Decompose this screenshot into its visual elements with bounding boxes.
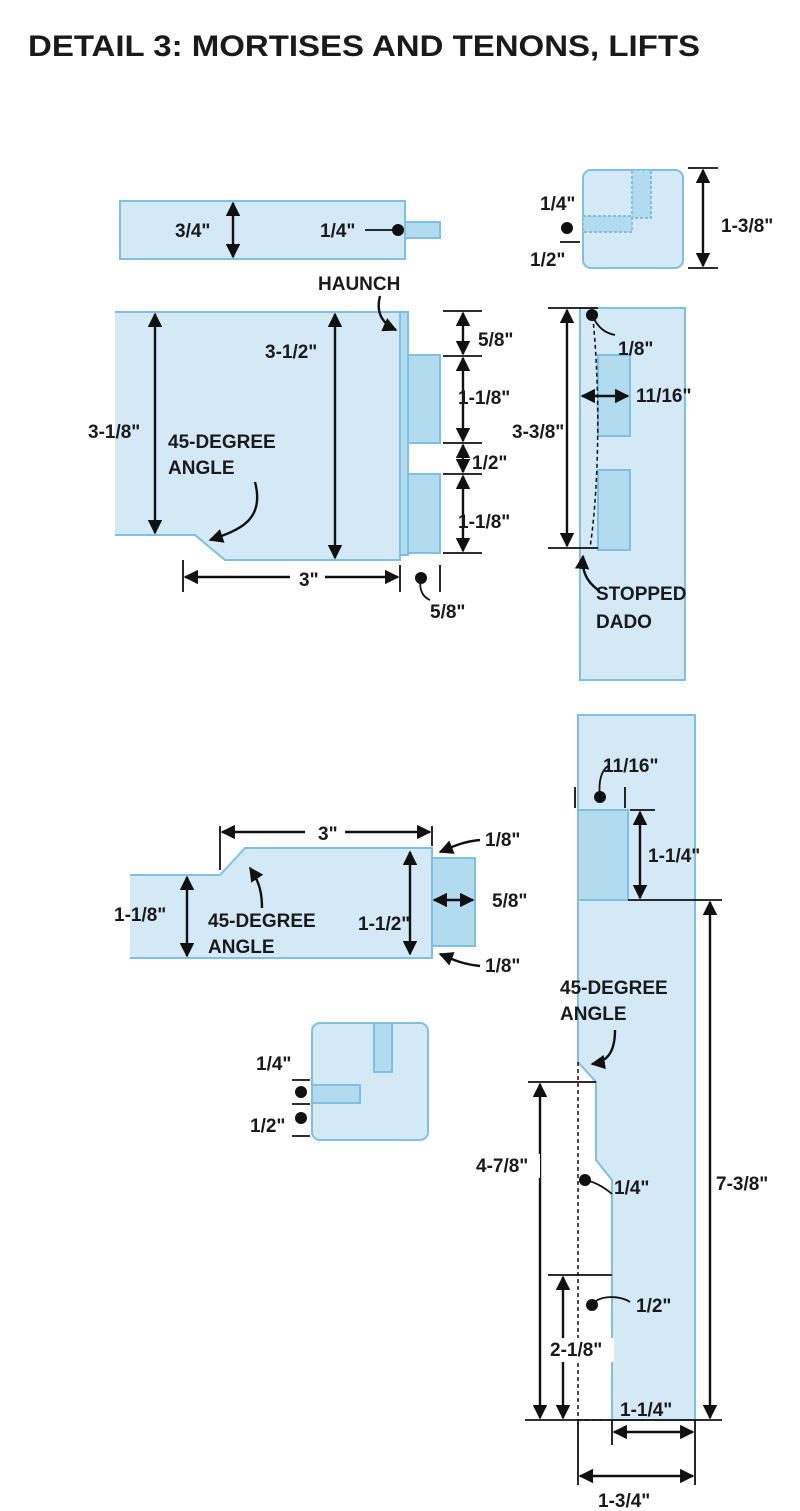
label: 3"	[318, 824, 338, 845]
label: ANGLE	[208, 937, 275, 958]
diagram-title: DETAIL 3: MORTISES AND TENONS, LIFTS	[28, 30, 700, 63]
top-end-view: 1/4" 1/2" 1-3/8"	[530, 167, 773, 271]
label: 1/8"	[485, 956, 520, 977]
label: 1/8"	[618, 339, 653, 360]
label: 1-1/4"	[648, 846, 700, 867]
label: 1/2"	[636, 1296, 671, 1317]
label: 1-3/8"	[721, 216, 773, 237]
label: STOPPED	[596, 584, 686, 605]
label: 3-3/8"	[512, 422, 564, 443]
label: 5/8"	[492, 891, 527, 912]
tenon-upper	[407, 354, 441, 444]
haunch-shape	[399, 311, 409, 556]
tenon-shape	[404, 221, 441, 239]
label: 1/4"	[614, 1178, 649, 1199]
label: 1/2"	[472, 453, 507, 474]
label: 1/2"	[530, 250, 565, 271]
label: 1-1/8"	[114, 905, 166, 926]
label: 1-3/4"	[598, 1491, 650, 1511]
rail-top-shape	[119, 200, 406, 260]
label: 1/4"	[320, 221, 355, 242]
label: 3/4"	[175, 221, 210, 242]
label: 1-1/4"	[620, 1400, 672, 1421]
label: 1/8"	[485, 830, 520, 851]
lower-leg-view: 11/16" 1-1/4" 7-3/8" 45-DEGREE ANGLE 4-7…	[474, 714, 774, 1511]
lower-tenon-shape	[431, 857, 476, 947]
lower-end-view: 1/4" 1/2"	[250, 1022, 429, 1141]
label: 2-1/8"	[550, 1340, 602, 1361]
haunch-label: HAUNCH	[318, 274, 400, 295]
top-rail-view: 3/4" 1/4"	[119, 200, 441, 260]
label: 11/16"	[603, 756, 659, 777]
lower-end-shape	[311, 1022, 429, 1141]
leg-upper-view: 1/8" 11/16" 3-3/8" STOPPED DADO	[512, 307, 692, 681]
label: 5/8"	[430, 602, 465, 623]
label: 7-3/8"	[716, 1174, 768, 1195]
label: 1-1/2"	[358, 914, 410, 935]
label: 1/2"	[250, 1116, 285, 1137]
lower-mortise	[577, 809, 629, 901]
lower-rail-shape	[130, 847, 433, 959]
label: 5/8"	[478, 330, 513, 351]
label: ANGLE	[560, 1004, 627, 1025]
tenon-lower	[407, 473, 441, 554]
label: 1-1/8"	[458, 388, 510, 409]
label: 11/16"	[636, 386, 692, 407]
rail-side-view: HAUNCH 3-1/2" 3-1/8" 45-DEGREE ANGLE 3" …	[88, 274, 513, 623]
lower-rail-view: 3" 1/8" 1/8" 1-1/2" 5/8" 1-1/8" 45-DEGRE…	[114, 824, 527, 977]
label: 1-1/8"	[458, 512, 510, 533]
label: DADO	[596, 612, 652, 633]
label: 1/4"	[256, 1054, 291, 1075]
label: 3-1/2"	[265, 342, 317, 363]
label: 1/4"	[540, 194, 575, 215]
label: ANGLE	[168, 458, 235, 479]
label: 45-DEGREE	[208, 911, 316, 932]
label: 4-7/8"	[476, 1156, 528, 1177]
label: 3-1/8"	[88, 422, 140, 443]
dot-marker	[392, 224, 404, 236]
label: 3"	[299, 570, 319, 591]
label: 45-DEGREE	[560, 978, 668, 999]
label: 45-DEGREE	[168, 432, 276, 453]
